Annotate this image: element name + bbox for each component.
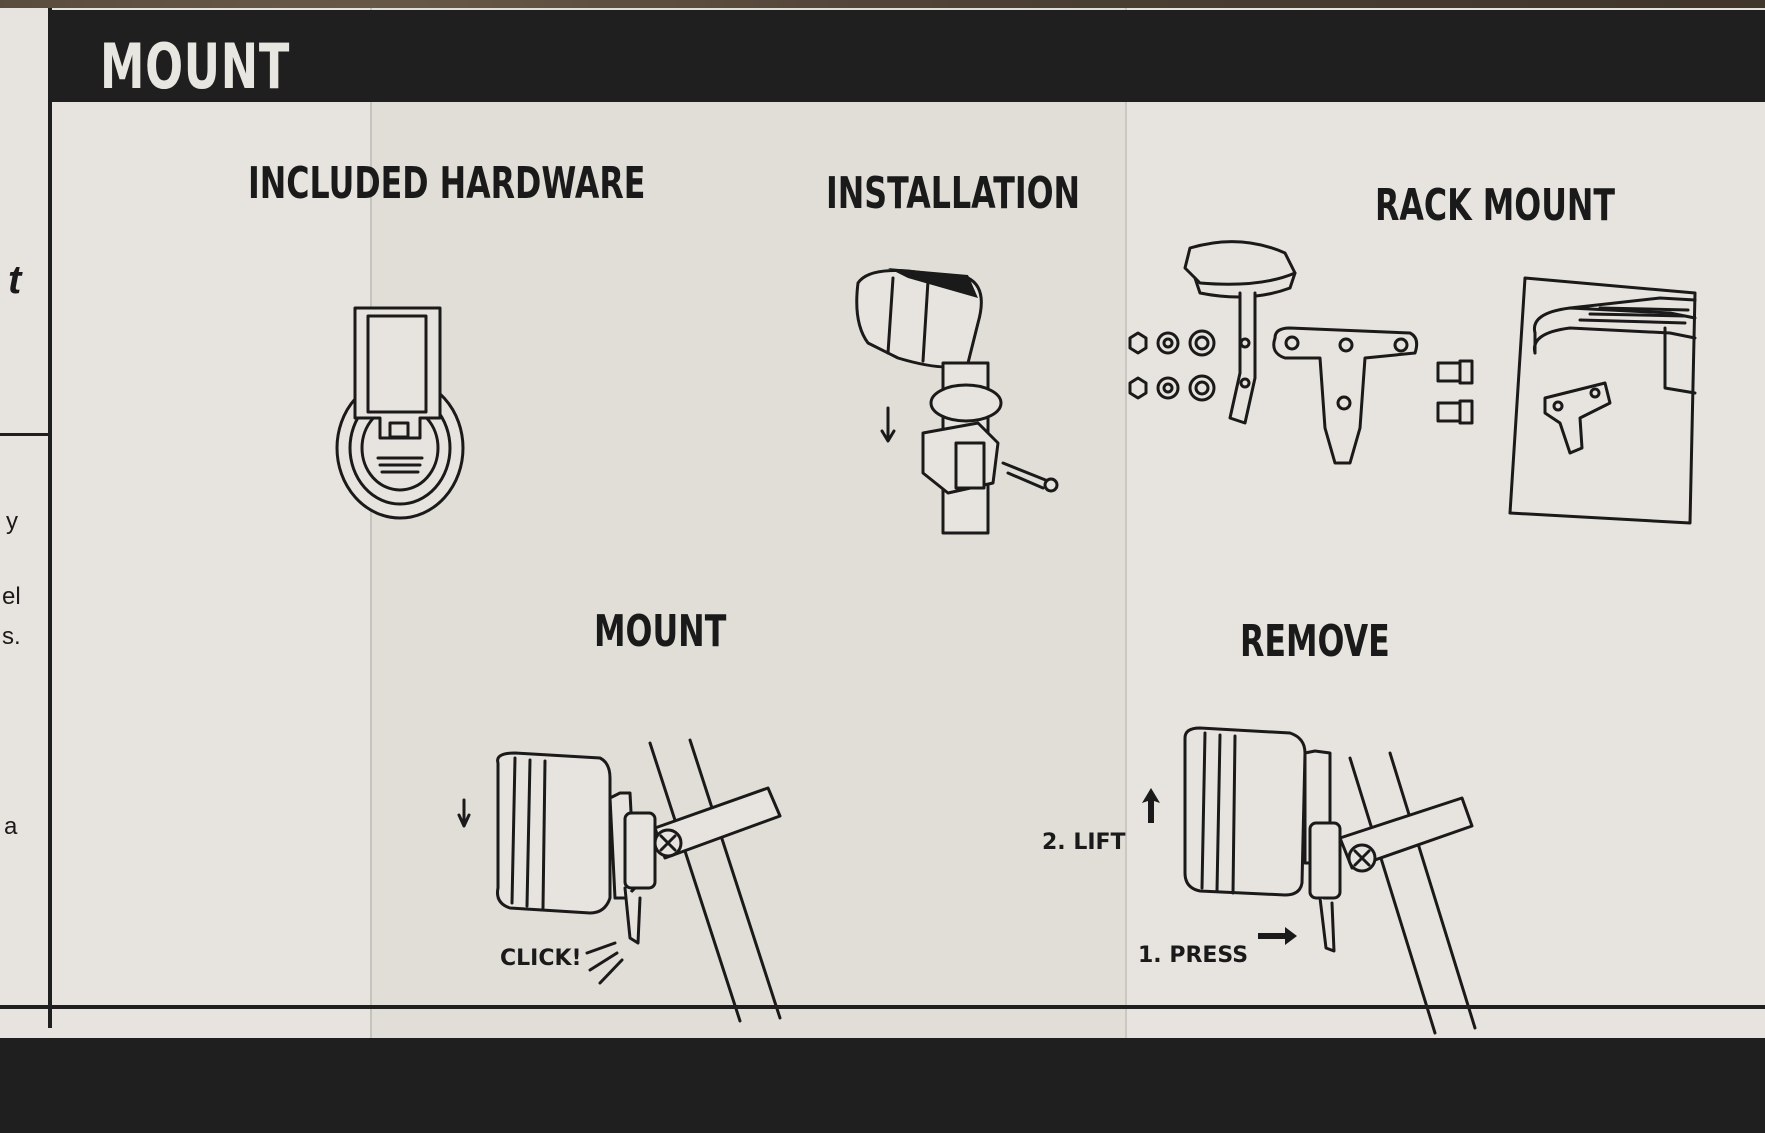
header-title: MOUNT — [100, 30, 291, 103]
click-callout: CLICK! — [500, 946, 582, 971]
cropped-text: t — [8, 258, 22, 302]
cropped-text: a — [4, 813, 18, 840]
remove-title: REMOVE — [1240, 616, 1390, 667]
installation-title: INSTALLATION — [826, 168, 1081, 219]
cropped-text: y — [6, 508, 18, 535]
cropped-text: el — [2, 583, 21, 610]
cropped-text: s. — [2, 623, 21, 650]
footer-band — [0, 1038, 1765, 1133]
mount-title: MOUNT — [594, 606, 727, 657]
remove-step-press: 1. PRESS — [1138, 943, 1249, 968]
panel-middle — [370, 8, 1125, 1133]
column-divider — [48, 8, 52, 1028]
column-divider — [0, 433, 52, 436]
remove-step-lift: 2. LIFT — [1042, 830, 1126, 855]
fold-line — [1125, 8, 1127, 1133]
fold-line — [370, 8, 372, 1133]
bottom-rule — [0, 1005, 1765, 1009]
header-band — [52, 10, 1765, 102]
instruction-sheet: MOUNT t y el s. a INCLUDED HARDWARE INST… — [0, 8, 1765, 1133]
mount-diagram-icon — [457, 738, 782, 1023]
rack-mount-title: RACK MOUNT — [1375, 180, 1616, 231]
included-hardware-title: INCLUDED HARDWARE — [248, 158, 646, 209]
rack-mount-inset-icon — [1508, 276, 1697, 525]
remove-diagram-icon — [1142, 726, 1477, 1035]
hardware-clip-icon — [335, 306, 465, 520]
installation-diagram-icon — [855, 268, 1059, 535]
rack-mount-parts-icon — [1128, 240, 1474, 465]
